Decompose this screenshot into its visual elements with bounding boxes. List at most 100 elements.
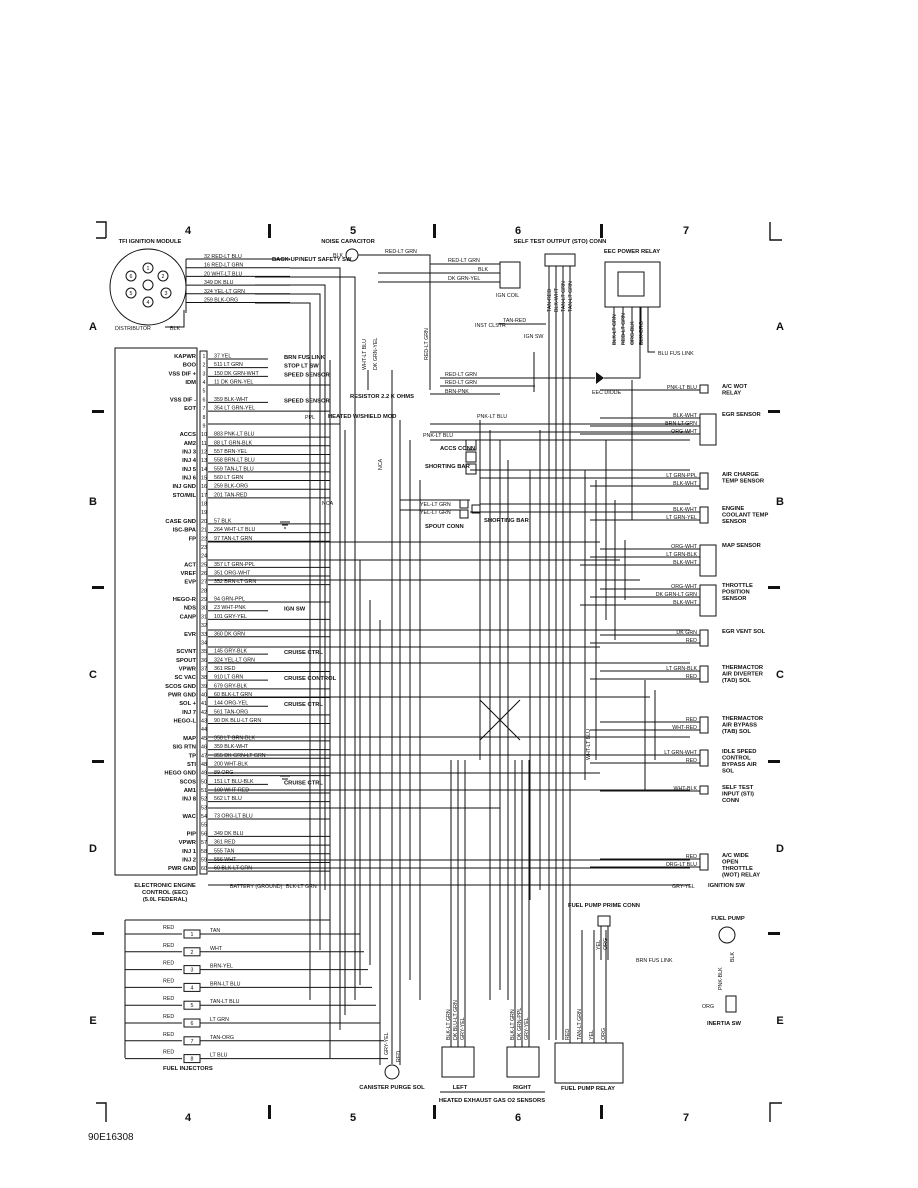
svg-text:INERTIA SW: INERTIA SW [707,1021,741,1027]
ecu-pin-number: 6 [203,397,206,403]
ecu-pin-number: 12 [201,449,207,455]
ecu-pin-wire-label: 561 TAN-ORG [214,709,248,715]
tfi-pin-label: 5 [130,291,133,297]
svg-text:LEFT: LEFT [453,1085,468,1091]
zone-col-top-7: 7 [683,225,689,237]
ecu-pin-wire-label: 201 TAN-RED [214,492,248,498]
ecu-pin-dest: CRUISE CTRL [284,650,323,656]
right-component-wire-label: PNK-LT BLU [667,385,697,391]
svg-text:NOISE CAPACITOR: NOISE CAPACITOR [321,239,375,245]
svg-text:IGNITION SW: IGNITION SW [708,883,745,889]
ecu-pin-dest: SPEED SENSOR [284,398,331,404]
svg-text:EEC POWER RELAY: EEC POWER RELAY [604,249,660,255]
ecu-pin-number: 33 [201,632,207,638]
ecu-pin-number: 49 [201,771,207,777]
ecu-pin-number: 51 [201,788,207,794]
ecu-pin-number: 1 [203,354,206,360]
svg-text:SHORTING BAR: SHORTING BAR [484,518,530,524]
tfi-pin [160,287,172,299]
svg-text:TAN-RED: TAN-RED [503,318,526,324]
svg-text:RED-LT GRN: RED-LT GRN [445,372,477,378]
ecu-pin-dest: STOP LT SW [284,364,319,370]
fp-prime-wire-label: YEL [596,940,602,950]
injector-number: 1 [191,932,194,938]
ecu-pin-function: INJ 2 [182,857,196,863]
ecu-pin-function: ISC-BPA [173,528,197,534]
injector-number: 5 [191,1003,194,1009]
fp-relay-wire-label: ORG [601,1028,607,1040]
ecu-pin-wire-label: 354 LT GRN-YEL [214,406,255,412]
ecu-pin-wire-label: 679 GRY-BLK [214,683,247,689]
ecu-pin-number: 39 [201,684,207,690]
ecu-pin-wire-label: 259 BLK-ORG [214,484,248,490]
tfi-pin-label: 2 [162,274,165,280]
ecu-pin-number: 46 [201,745,207,751]
ecu-pin-number: 47 [201,753,207,759]
injector-wire-label: TAN-ORG [210,1035,234,1041]
ecu-pin-number: 16 [201,484,207,490]
ecu-pin-wire-label: 352 BRN-LT GRN [214,579,256,585]
wire-segment [430,423,690,441]
tfi-wire-label: 20 WHT-LT BLU [204,271,243,277]
ecu-pin-number: 15 [201,476,207,482]
ecu-pin-function: PWR GND [168,866,196,872]
svg-text:NCA: NCA [322,501,334,507]
footer-code: 90E16308 [88,1132,134,1143]
tfi-wire-label: 259 BLK-ORG [204,298,238,304]
right-component-wire-label: WHT-BLK [673,786,697,792]
injector-red-label: RED [163,996,174,1002]
ecu-pin-function: PWR GND [168,693,196,699]
ecu-pin-wire-label: 357 LT GRN-PPL [214,562,255,568]
ecu-pin-number: 3 [203,371,206,377]
ecu-pin-wire-label: 358 LT GRN-BLK [214,735,255,741]
ecu-pin-number: 29 [201,597,207,603]
injector-wire-label: WHT [210,946,223,952]
ground-icon [280,775,290,780]
fp-relay-wire-label: TAN-LT GRN [577,1009,583,1040]
svg-text:HEATED EXHAUST GAS O2 SENSORS: HEATED EXHAUST GAS O2 SENSORS [439,1098,545,1104]
ecu-pin-wire-label: 151 LT BLU-BLK [214,779,254,785]
right-component-wire-label: RED [686,854,697,860]
ecu-pin-number: 14 [201,467,207,473]
right-component-name: EGR SENSOR [722,412,761,418]
ecu-pin-number: 48 [201,762,207,768]
svg-text:SHORTING BAR: SHORTING BAR [425,464,471,470]
ecu-pin-function: NDS [184,606,196,612]
svg-text:HEATED W/SHIELD MOD: HEATED W/SHIELD MOD [328,414,397,420]
right-component-name: MAP SENSOR [722,543,762,549]
sto-wire-label: BLK-WHT [554,287,560,312]
ecu-pin-wire-label: 94 GRN-PPL [214,597,245,603]
ecu-pin-function: EVP [184,580,196,586]
svg-text:PNK-LT BLU: PNK-LT BLU [477,414,507,420]
ecu-pin-function: INJ GND [172,484,196,490]
tfi-wire-label: 32 RED-LT BLU [204,254,242,260]
ecu-pin-function: SIG RTN [172,745,196,751]
zone-col-top-4: 4 [185,225,192,237]
ecu-pin-number: 7 [203,406,206,412]
injector-number: 6 [191,1021,194,1027]
svg-text:PNK-BLK: PNK-BLK [718,967,724,990]
ecu-pin-function: INJ 4 [182,458,197,464]
injector-wire-label: LT BLU [210,1053,228,1059]
zone-row-left-B: B [89,496,97,508]
svg-text:SPOUT CONN: SPOUT CONN [425,524,464,530]
svg-text:RED-LT GRN: RED-LT GRN [385,249,417,255]
o2-wire-label: GRY-YEL [460,1017,466,1040]
ecu-pin-function: ACCS [180,432,197,438]
zone-col-bottom-5: 5 [350,1112,356,1124]
svg-text:ACCS CONN: ACCS CONN [440,446,475,452]
ecu-pin-wire-label: 23 WHT-PNK [214,605,246,611]
